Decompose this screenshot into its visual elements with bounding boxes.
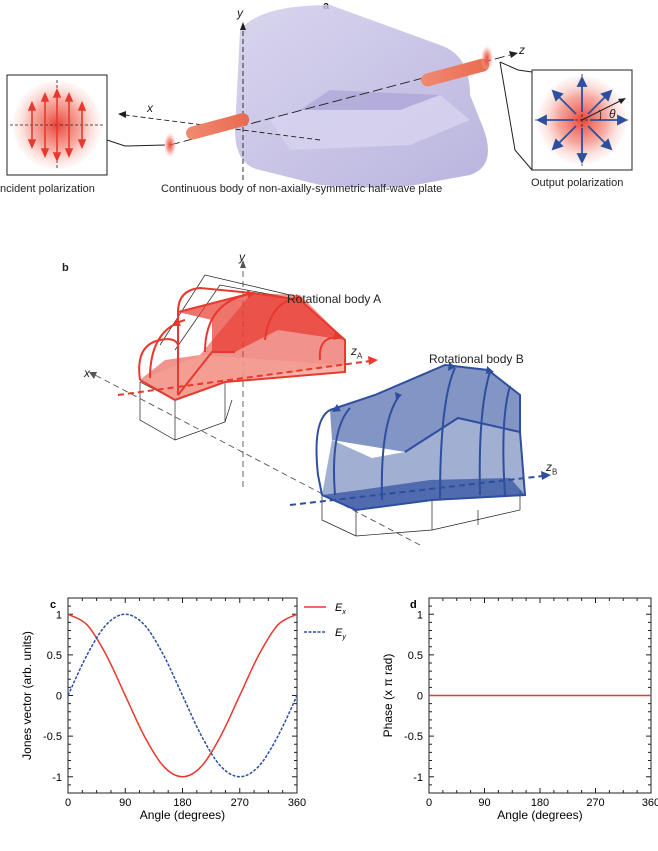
panel-b-letter: b — [62, 262, 69, 274]
body-a-shape — [138, 286, 346, 402]
chart-d-x-tick-label: 360 — [642, 797, 658, 809]
chart-d-y-axis-label: Phase (x π rad) — [381, 654, 395, 738]
panel-a-x-axis-label: x — [147, 101, 153, 115]
chart-c-legend-label: Ex — [335, 602, 346, 616]
chart-d-y-tick-label: 1 — [417, 609, 423, 621]
z-a-label: zA — [351, 344, 363, 361]
chart-d-y-tick-label: 0 — [417, 691, 423, 703]
chart-c-x-tick-label: 90 — [119, 797, 131, 809]
chart-c-x-tick-label: 180 — [173, 797, 191, 809]
output-arrows — [535, 75, 629, 165]
body-b-wireframe — [321, 490, 521, 537]
chart-c-y-tick-label: -1 — [52, 772, 62, 784]
chart-d-x-tick-label: 180 — [531, 797, 549, 809]
chart-c-x-tick-label: 360 — [288, 797, 306, 809]
chart-c-series-ey-line — [67, 613, 298, 778]
beam-incident — [185, 113, 250, 140]
chart-c-y-tick-label: 1 — [56, 609, 62, 621]
theta-label: θ — [609, 107, 616, 121]
chart-c-series-ex-line — [67, 613, 298, 778]
chart-d-y-tick-label: -1 — [413, 772, 423, 784]
panel-b-x-axis-label: x — [84, 366, 90, 380]
chart-c-y-axis-label: Jones vector (arb. units) — [20, 631, 34, 760]
chart-d-x-tick-label: 270 — [586, 797, 604, 809]
chart-c-x-axis-label: Angle (degrees) — [140, 808, 225, 822]
panel-b-y-axis-label: y — [239, 250, 245, 264]
chart-c-letter: c — [50, 599, 56, 611]
chart-d-y-tick-label: 0.5 — [408, 650, 423, 662]
z-b-label: zB — [546, 460, 558, 477]
chart-c-legend-sub: x — [341, 609, 346, 616]
half-wave-plate-label: Continuous body of non-axially-symmetric… — [161, 183, 443, 195]
output-polarization-label: Output polarization — [531, 177, 624, 189]
chart-d-x-tick-label: 0 — [426, 797, 432, 809]
chart-d-x-tick-label: 90 — [478, 797, 490, 809]
chart-d-x-axis-label: Angle (degrees) — [497, 808, 582, 822]
chart-c-x-tick-label: 0 — [65, 797, 71, 809]
body-a-label: Rotational body A — [287, 292, 382, 306]
panel-a-y-axis-label: y — [237, 6, 243, 20]
beam-output — [421, 58, 490, 87]
incident-arrows — [27, 87, 87, 163]
chart-c-y-tick-label: -0.5 — [43, 731, 62, 743]
body-b-label: Rotational body B — [429, 352, 524, 366]
chart-c-legend-label: Ey — [335, 627, 346, 641]
chart-c-frame — [67, 597, 298, 794]
chart-c-x-tick-label: 270 — [231, 797, 249, 809]
panel-a-illustration — [6, 5, 633, 188]
body-b-shape — [315, 362, 527, 512]
chart-c-y-tick-label: 0 — [56, 691, 62, 703]
chart-d-letter: d — [410, 599, 417, 611]
incident-polarization-label: Incident polarization — [0, 183, 95, 195]
chart-c-legend-sub: y — [341, 634, 346, 641]
chart-d-y-tick-label: -0.5 — [404, 731, 423, 743]
panel-b-illustration — [89, 260, 551, 546]
panel-a-z-axis-label: z — [519, 43, 525, 57]
chart-c-y-tick-label: 0.5 — [47, 650, 62, 662]
